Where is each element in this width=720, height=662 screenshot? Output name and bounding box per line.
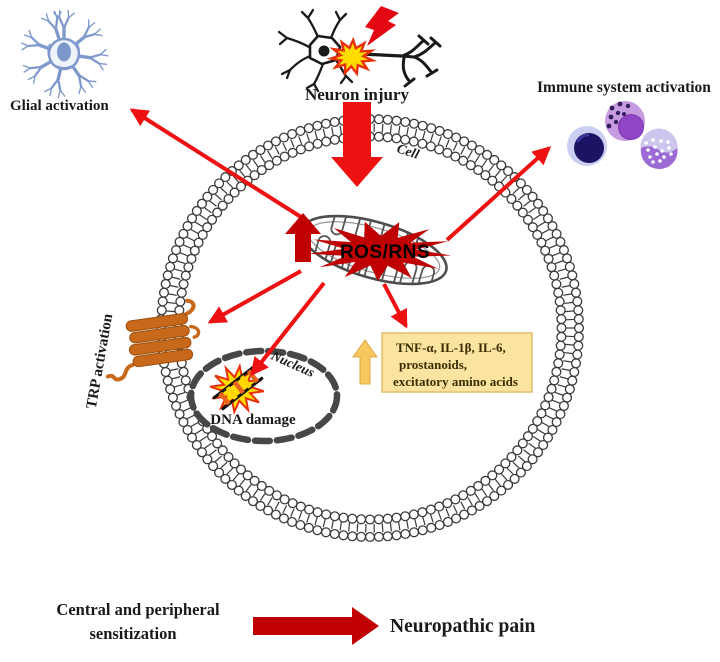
glial-activation-label: Glial activation — [10, 98, 109, 114]
trp-channel-icon — [105, 298, 201, 382]
arrow-to-glial — [129, 108, 314, 226]
arrow-to-immune — [445, 146, 552, 242]
immune-cells-icon — [567, 101, 678, 170]
mediator-box: TNF-α, IL-1β, IL-6, prostanoids, excitat… — [352, 332, 533, 393]
ros-burst-icon — [308, 221, 452, 281]
lightning-bolt-icon — [365, 6, 399, 46]
dna-damage-label: DNA damage — [210, 412, 296, 428]
dna-damage-icon — [209, 362, 265, 416]
neuropathic-pain-label: Neuropathic pain — [390, 616, 536, 637]
arrow-to-trp — [207, 269, 302, 324]
injury-burst-icon — [326, 36, 378, 77]
cell-membrane-icon — [155, 113, 585, 543]
mediator-line-1: TNF-α, IL-1β, IL-6, — [396, 340, 506, 355]
neuron-injury-down-arrow — [331, 102, 383, 187]
up-arrow-gold-icon — [352, 339, 378, 385]
trp-activation-label: TRP activation — [84, 312, 117, 410]
neuron-injury-label: Neuron injury — [305, 85, 410, 104]
radiating-arrows — [129, 108, 552, 377]
arrow-to-mediators — [382, 283, 408, 329]
mediator-line-2: prostanoids, — [399, 357, 467, 372]
outcome-arrow-icon — [253, 607, 379, 645]
mediator-line-3: excitatory amino acids — [393, 374, 518, 389]
up-arrow-icon — [285, 213, 321, 262]
sensitization-label-line2: sensitization — [89, 624, 176, 643]
immune-activation-label: Immune system activation — [537, 79, 711, 96]
cell-label: Cell — [395, 141, 421, 162]
glial-cell-icon — [20, 9, 109, 99]
arrow-to-dna — [250, 281, 326, 377]
sensitization-label-line1: Central and peripheral — [56, 600, 220, 619]
ros-rns-label: ROS/RNS — [340, 242, 430, 263]
